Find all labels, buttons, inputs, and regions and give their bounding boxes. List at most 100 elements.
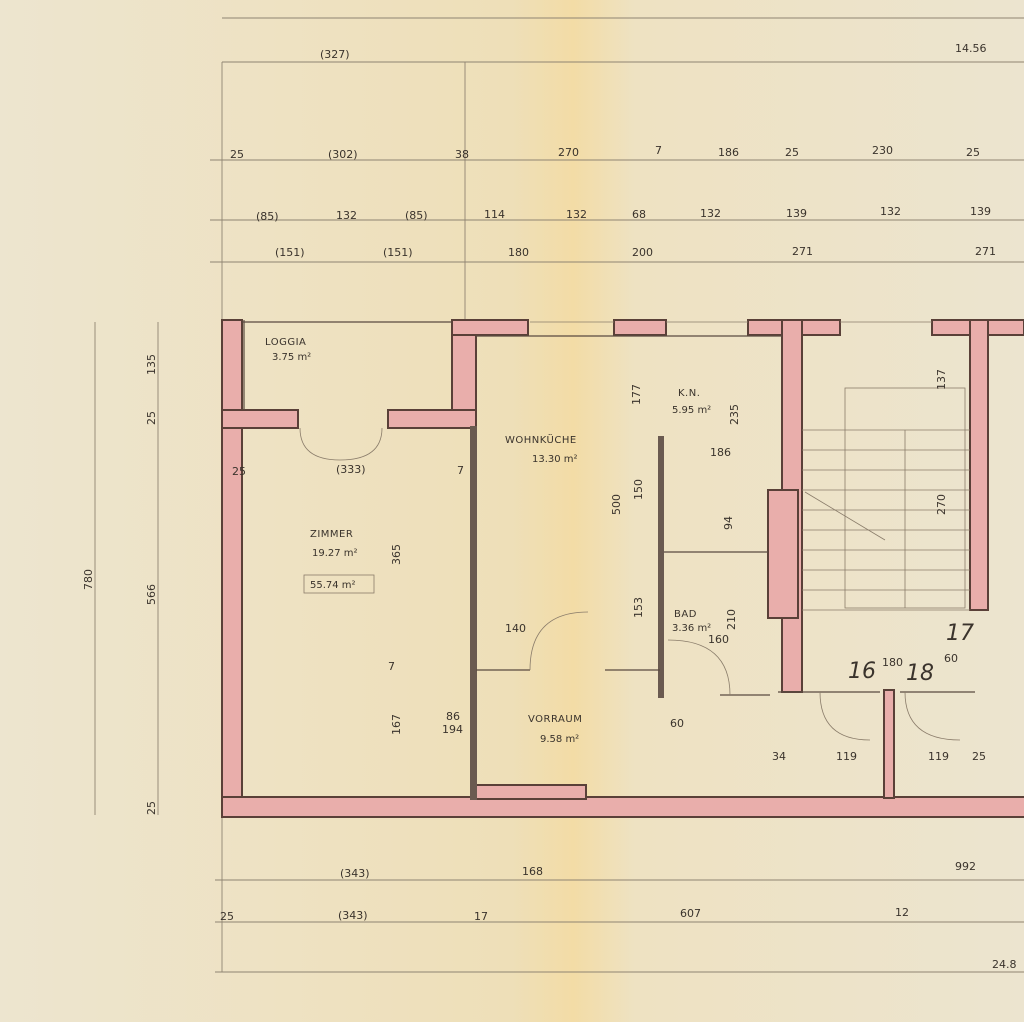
dim-label: 167	[390, 714, 403, 735]
wall-bottom	[221, 796, 1024, 818]
dim-label: 153	[632, 597, 645, 618]
room-name-loggia: LOGGIA	[265, 337, 306, 348]
dim-label: 60	[670, 717, 684, 730]
dim-label: 119	[928, 750, 949, 763]
room-name-bad: BAD	[674, 609, 697, 620]
dim-label: 150	[632, 479, 645, 500]
dimension-lines	[94, 17, 1024, 973]
dim-label: (343)	[340, 867, 370, 880]
dim-label: (151)	[383, 246, 413, 259]
dim-label: 135	[145, 354, 158, 375]
dim-label: 200	[632, 246, 653, 259]
dimension-labels: (327) 14.56 25 (302) 38 270 7 186 25 230…	[82, 42, 1017, 971]
dim-label: 566	[145, 584, 158, 605]
dim-label: 94	[722, 516, 735, 530]
dim-label: 137	[935, 369, 948, 390]
wall-corridor	[883, 689, 895, 799]
apartment-total-area: 55.74 m²	[310, 580, 356, 591]
dim-label: 86	[446, 710, 460, 723]
staircase	[802, 387, 970, 611]
dim-label: 180	[508, 246, 529, 259]
dim-label: 12	[895, 906, 909, 919]
dim-label: 25	[230, 148, 244, 161]
dim-label: 607	[680, 907, 701, 920]
wall-top-2	[613, 319, 667, 336]
dim-label: 186	[710, 446, 731, 459]
dim-label: 7	[655, 144, 662, 157]
dim-label: 24.8	[992, 958, 1017, 971]
dim-label: 180	[882, 656, 903, 669]
dim-label: 25	[145, 411, 158, 425]
dim-label: 25	[145, 801, 158, 815]
room-area-zimmer: 19.27 m²	[312, 548, 358, 559]
dim-label: (85)	[405, 209, 428, 222]
dim-label: 132	[880, 205, 901, 218]
room-area-wohnkueche: 13.30 m²	[532, 454, 578, 465]
dim-label: 365	[390, 544, 403, 565]
dim-label: 14.56	[955, 42, 987, 55]
room-name-vorraum: VORRAUM	[528, 714, 582, 725]
dim-label: 132	[336, 209, 357, 222]
dim-label: 168	[522, 865, 543, 878]
room-name-kn: K.N.	[678, 388, 700, 399]
dim-label: 25	[966, 146, 980, 159]
dim-label: 119	[836, 750, 857, 763]
dim-label: 68	[632, 208, 646, 221]
dim-label: 177	[630, 384, 643, 405]
dim-label: 780	[82, 569, 95, 590]
dim-label: 139	[970, 205, 991, 218]
room-labels: LOGGIA 3.75 m² ZIMMER 19.27 m² 55.74 m² …	[265, 337, 974, 745]
dim-label: 132	[566, 208, 587, 221]
dim-label: 114	[484, 208, 505, 221]
room-name-wohnkueche: WOHNKÜCHE	[505, 433, 577, 446]
dim-label: 186	[718, 146, 739, 159]
walls	[221, 319, 1024, 818]
dim-label: 38	[455, 148, 469, 161]
dim-label: 270	[935, 494, 948, 515]
wall-left	[221, 319, 243, 818]
dim-label: (85)	[256, 210, 279, 223]
room-area-kn: 5.95 m²	[672, 405, 711, 416]
stair-number-17: 17	[946, 621, 974, 646]
dim-label: 500	[610, 494, 623, 515]
dim-label: 34	[772, 750, 786, 763]
room-area-bad: 3.36 m²	[672, 623, 711, 634]
dim-label: 140	[505, 622, 526, 635]
dim-label: (302)	[328, 148, 358, 161]
dim-label: (333)	[336, 463, 366, 476]
dim-label: (151)	[275, 246, 305, 259]
room-name-zimmer: ZIMMER	[310, 529, 353, 540]
dim-label: 25	[232, 465, 246, 478]
room-area-loggia: 3.75 m²	[272, 352, 311, 363]
dim-label: 25	[220, 910, 234, 923]
stair-number-16: 16	[848, 659, 876, 684]
dim-label: 160	[708, 633, 729, 646]
dim-label: 139	[786, 207, 807, 220]
wall-loggia-bottom-left	[221, 409, 299, 429]
wall-top-1	[451, 319, 529, 336]
dim-label: 132	[700, 207, 721, 220]
wall-chimney	[475, 784, 587, 800]
dim-label: 992	[955, 860, 976, 873]
dim-label: 235	[728, 404, 741, 425]
partitions	[299, 321, 975, 800]
dim-label: 25	[785, 146, 799, 159]
dim-label: 271	[975, 245, 996, 258]
dim-label: 7	[457, 464, 464, 477]
dim-label: (327)	[320, 48, 350, 61]
wall-stair-right	[969, 319, 989, 611]
dim-label: 271	[792, 245, 813, 258]
dim-label: (343)	[338, 909, 368, 922]
wall-shaft	[767, 489, 799, 619]
dim-label: 270	[558, 146, 579, 159]
dim-label: 17	[474, 910, 488, 923]
dim-label: 25	[972, 750, 986, 763]
stair-number-18: 18	[906, 661, 934, 686]
dim-label: 194	[442, 723, 463, 736]
dim-label: 230	[872, 144, 893, 157]
dim-label: 60	[944, 652, 958, 665]
dim-label: 7	[388, 660, 395, 673]
dim-label: 210	[725, 609, 738, 630]
